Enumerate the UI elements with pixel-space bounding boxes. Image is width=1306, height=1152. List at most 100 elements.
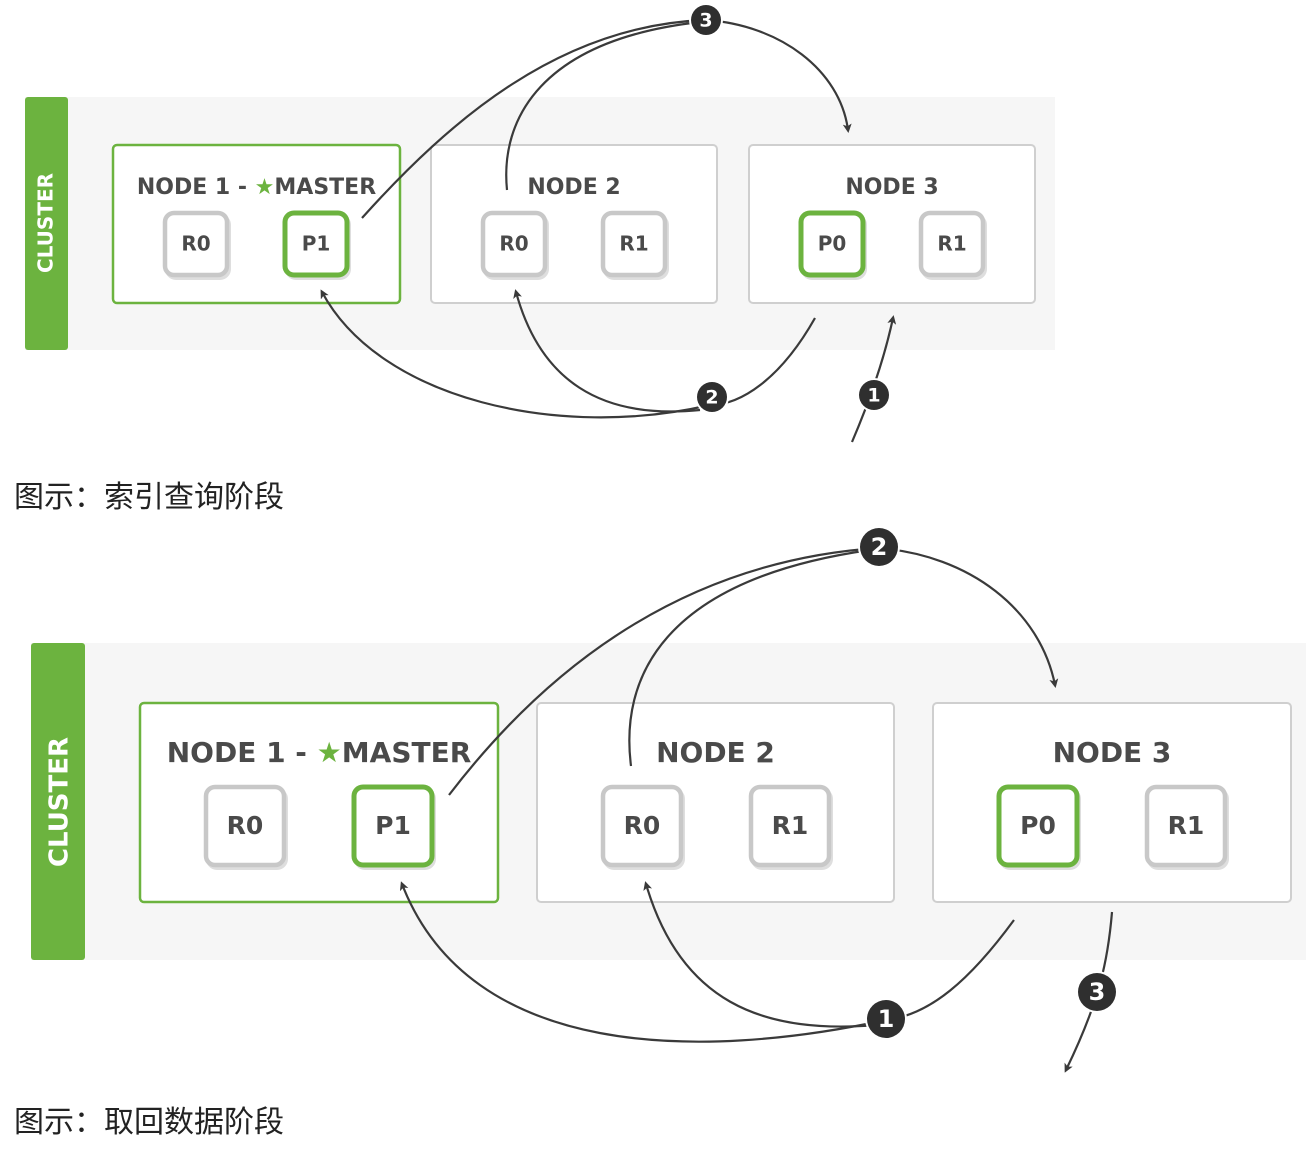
- badge-number: 1: [878, 1005, 895, 1033]
- badge-number: 2: [871, 533, 888, 561]
- shard-box: [162, 210, 230, 278]
- node-title-prefix: NODE 3: [1053, 736, 1172, 769]
- badge-circle: [697, 382, 727, 412]
- shard-box: [798, 210, 866, 278]
- shard-label: R1: [772, 811, 809, 840]
- caption-fetch-phase: 图示：取回数据阶段: [14, 1105, 284, 1140]
- shard-box: [203, 784, 287, 868]
- shard-label: P0: [818, 232, 847, 256]
- shard-p0: P0: [798, 210, 867, 280]
- cluster-bar: [25, 97, 68, 350]
- node-title: NODE 1 - ★MASTER: [137, 175, 376, 200]
- shard-box: [282, 210, 350, 278]
- shard-label: P1: [375, 811, 411, 840]
- node-box: [138, 701, 500, 904]
- arrow-path: [399, 881, 1015, 1043]
- node-title: NODE 2: [527, 175, 620, 200]
- shard-r1: R1: [600, 210, 669, 280]
- arrow-path: [628, 548, 871, 767]
- arrow-path: [513, 289, 701, 413]
- shard-r0: R0: [203, 784, 288, 870]
- arrow-path: [448, 546, 879, 796]
- shard-box: [996, 784, 1080, 868]
- cluster-label: CLUSTER: [34, 173, 58, 273]
- shard-p1: P1: [351, 784, 436, 870]
- arrow-path: [643, 881, 877, 1028]
- node-title: NODE 3: [1053, 736, 1172, 769]
- badge-number: 2: [705, 387, 718, 409]
- badge-number: 3: [699, 10, 712, 32]
- badge-number: 1: [867, 385, 880, 407]
- shard-label: R0: [181, 232, 210, 256]
- shard-label: R1: [619, 232, 648, 256]
- shard-box: [600, 784, 684, 868]
- shard-label: R1: [1168, 811, 1205, 840]
- node-title-prefix: NODE 2: [527, 175, 620, 200]
- arrow-path: [705, 18, 852, 133]
- shard-p0: P0: [996, 784, 1081, 870]
- arrows: [320, 18, 897, 443]
- node-title: NODE 2: [656, 736, 775, 769]
- node-box: [748, 144, 1036, 304]
- arrow-path: [361, 18, 707, 219]
- step-badge-1: 1: [857, 378, 891, 412]
- caption-query-phase: 图示：索引查询阶段: [14, 480, 284, 515]
- badge-circle: [691, 5, 721, 35]
- shard-r0: R0: [600, 784, 685, 870]
- master-star-icon: ★: [317, 736, 342, 769]
- node-title-prefix: NODE 3: [845, 175, 938, 200]
- node-box: [111, 143, 402, 305]
- cluster-bar: [31, 643, 85, 960]
- shard-label: R0: [499, 232, 528, 256]
- shard-r0: R0: [480, 210, 549, 280]
- shard-r1: R1: [748, 784, 833, 870]
- shard-label: R1: [937, 232, 966, 256]
- shard-label: P0: [1020, 811, 1056, 840]
- shard-box: [918, 210, 986, 278]
- node-2: NODE 2 R0 R1: [536, 702, 895, 903]
- node-title-suffix: MASTER: [342, 736, 472, 769]
- node-box: [430, 144, 718, 304]
- badge-circle: [867, 1000, 905, 1038]
- badge-circle: [859, 380, 889, 410]
- shard-label: P1: [302, 232, 331, 256]
- node-1: NODE 1 - ★MASTER R0 P1: [111, 143, 402, 305]
- node-3: NODE 3 P0 R1: [932, 702, 1292, 903]
- badge-circle: [860, 528, 898, 566]
- shard-box: [748, 784, 832, 868]
- step-badge-3: 3: [689, 3, 723, 37]
- node-2: NODE 2 R0 R1: [430, 144, 718, 304]
- shard-p1: P1: [282, 210, 351, 280]
- shard-r1: R1: [918, 210, 987, 280]
- badge-circle: [1078, 973, 1116, 1011]
- node-1: NODE 1 - ★MASTER R0 P1: [138, 701, 500, 904]
- node-box: [932, 702, 1292, 903]
- node-title-prefix: NODE 1 -: [137, 175, 255, 200]
- node-title-prefix: NODE 1 -: [167, 736, 317, 769]
- arrow-path: [320, 289, 816, 419]
- node-title-suffix: MASTER: [274, 175, 376, 200]
- step-badge-3: 3: [1076, 971, 1118, 1013]
- shard-box: [1144, 784, 1228, 868]
- arrows: [399, 546, 1114, 1073]
- shard-box: [480, 210, 548, 278]
- step-badge-1: 1: [865, 998, 907, 1040]
- step-badge-2: 2: [695, 380, 729, 414]
- shard-label: R0: [227, 811, 264, 840]
- node-title-prefix: NODE 2: [656, 736, 775, 769]
- shard-box: [351, 784, 435, 868]
- step-badge-2: 2: [858, 526, 900, 568]
- node-title: NODE 1 - ★MASTER: [167, 736, 472, 769]
- shard-r1: R1: [1144, 784, 1229, 870]
- shard-box: [600, 210, 668, 278]
- node-box: [536, 702, 895, 903]
- master-star-icon: ★: [255, 175, 275, 200]
- arrow-path: [505, 20, 701, 191]
- badge-number: 3: [1089, 978, 1106, 1006]
- shard-r0: R0: [162, 210, 231, 280]
- node-3: NODE 3 P0 R1: [748, 144, 1036, 304]
- arrow-path: [877, 546, 1059, 688]
